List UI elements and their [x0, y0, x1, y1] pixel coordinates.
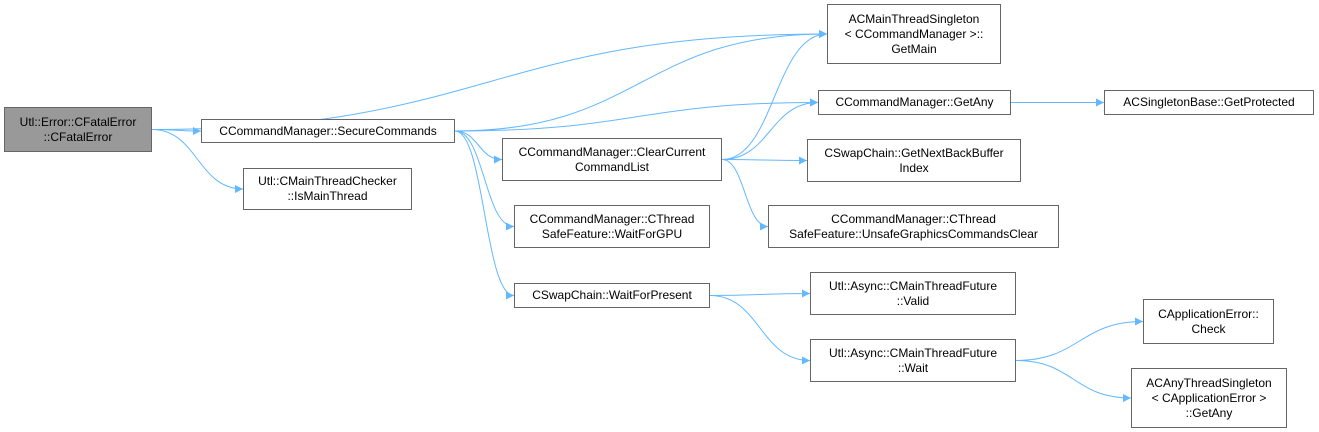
edge-root-to-ismain — [151, 129, 244, 193]
node-line: < CApplicationError > — [1151, 390, 1267, 405]
node-line: SafeFeature::WaitForGPU — [541, 226, 683, 241]
node-wait-for-present[interactable]: CSwapChain::WaitForPresent — [514, 283, 710, 308]
edge-clearcur-to-getany — [721, 98, 819, 160]
node-line: < CCommandManager >:: — [844, 26, 984, 41]
node-secure-commands[interactable]: CCommandManager::SecureCommands — [201, 119, 455, 143]
node-line: CCommandManager::GetAny — [835, 95, 994, 109]
node-line: Utl::CMainThreadChecker — [258, 174, 397, 188]
edge-secure-to-getany — [454, 98, 819, 132]
node-any-thread-singleton-get-any[interactable]: ACAnyThreadSingleton< CApplicationError … — [1131, 368, 1287, 428]
node-line: ::Wait — [897, 360, 929, 375]
node-line: ACAnyThreadSingleton — [1146, 375, 1272, 390]
edge-clearcur-to-getnextbb — [721, 156, 808, 165]
node-line: GetMain — [891, 41, 937, 56]
node-main-thread-future-valid[interactable]: Utl::Async::CMainThreadFuture::Valid — [810, 272, 1016, 315]
edge-waitpresent-to-futwait — [709, 295, 811, 365]
node-line: ::GetAny — [1185, 405, 1233, 420]
node-line: Index — [899, 160, 929, 175]
edge-root-to-getmain — [151, 30, 828, 130]
node-singleton-base-get-protected[interactable]: ACSingletonBase::GetProtected — [1104, 90, 1314, 115]
node-line: ACSingletonBase::GetProtected — [1123, 95, 1295, 109]
node-line: ACMainThreadSingleton — [848, 11, 980, 26]
node-line: CApplicationError:: — [1158, 306, 1259, 321]
node-main-thread-singleton-get-main[interactable]: ACMainThreadSingleton< CCommandManager >… — [827, 4, 1001, 64]
node-line: CCommandManager::ClearCurrent — [518, 144, 706, 159]
node-line: SafeFeature::UnsafeGraphicsCommandsClear — [789, 226, 1038, 241]
node-line: Utl::Error::CFatalError — [19, 114, 137, 129]
node-line: CCommandManager::SecureCommands — [219, 123, 437, 138]
node-line: ::Valid — [896, 293, 930, 308]
edge-clearcur-to-unsafeclear — [721, 159, 769, 231]
node-is-main-thread[interactable]: Utl::CMainThreadChecker::IsMainThread — [243, 168, 412, 210]
edge-secure-to-waitgpu — [454, 130, 515, 231]
node-line: Utl::Async::CMainThreadFuture — [828, 345, 998, 360]
edge-waitpresent-to-futvalid — [709, 289, 811, 298]
node-application-error-check[interactable]: CApplicationError::Check — [1143, 299, 1274, 344]
node-line: Check — [1191, 321, 1226, 336]
node-line: CommandList — [574, 159, 650, 174]
node-line: ::CFatalError — [43, 129, 113, 144]
node-main-thread-future-wait[interactable]: Utl::Async::CMainThreadFuture::Wait — [810, 339, 1016, 382]
node-line: CSwapChain::GetNextBackBuffer — [824, 145, 1004, 160]
node-line: CCommandManager::CThread — [831, 211, 996, 226]
edge-secure-to-clearcur — [454, 130, 503, 164]
node-line: CCommandManager::CThread — [529, 211, 695, 226]
node-line: Utl::Async::CMainThreadFuture — [828, 278, 998, 293]
node-line: ::IsMainThread — [287, 189, 368, 203]
edge-futwait-to-apperrcheck — [1015, 317, 1144, 361]
node-command-manager-get-any[interactable]: CCommandManager::GetAny — [818, 90, 1011, 115]
edge-secure-to-getmain — [454, 30, 828, 132]
edge-futwait-to-anysingleton — [1015, 360, 1132, 402]
node-cfatalerror-constructor: Utl::Error::CFatalError::CFatalError — [4, 107, 152, 152]
node-line: CSwapChain::WaitForPresent — [532, 288, 692, 302]
edge-clearcur-to-getmain — [721, 30, 828, 160]
edge-secure-to-waitpresent — [454, 130, 515, 300]
